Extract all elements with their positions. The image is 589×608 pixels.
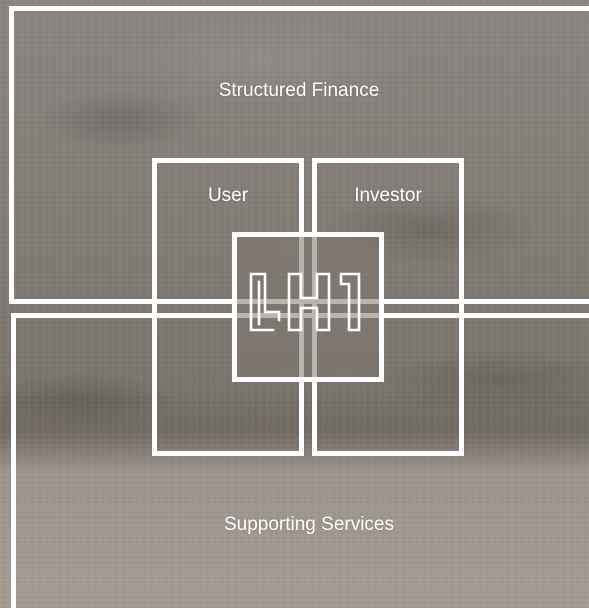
user-label: User: [207, 185, 249, 206]
background-shadow-band: [0, 390, 589, 470]
lhi-logo-icon: [249, 272, 361, 332]
investor-label: Investor: [354, 185, 422, 206]
supporting-services-label: Supporting Services: [223, 514, 395, 535]
structured-finance-label: Structured Finance: [218, 80, 380, 101]
